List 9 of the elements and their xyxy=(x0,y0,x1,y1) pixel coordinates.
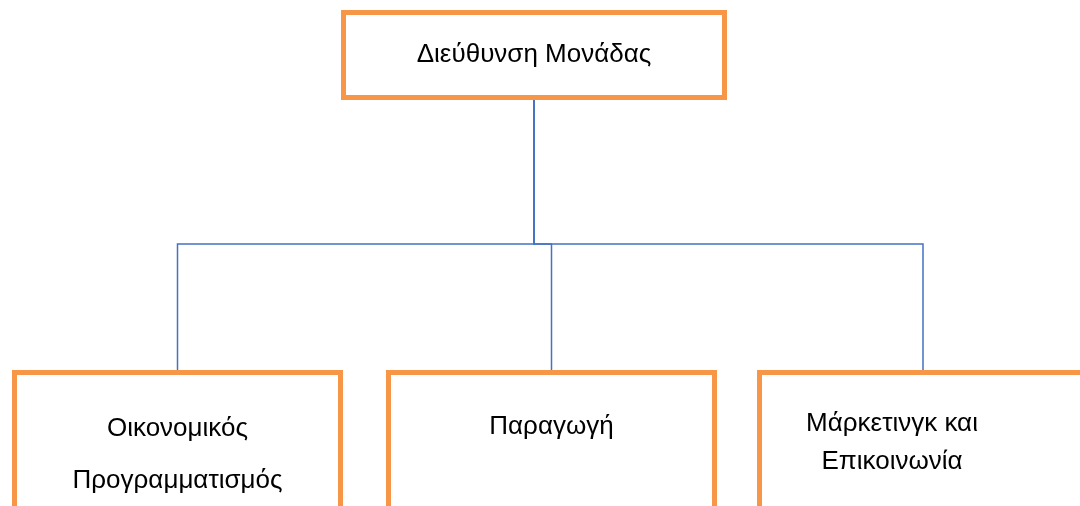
connector-line xyxy=(533,99,924,371)
box-label: Οικονομικός Προγραμματισμός xyxy=(71,411,284,496)
box-label: Παραγωγή xyxy=(489,409,614,442)
box-label: Μάρκετινγκ και Επικοινωνία xyxy=(805,406,979,477)
org-box xyxy=(757,370,1080,506)
org-box xyxy=(386,370,717,506)
org-box xyxy=(12,370,343,506)
org-box xyxy=(341,10,727,100)
box-label: Διεύθυνση Μονάδας xyxy=(416,37,652,70)
